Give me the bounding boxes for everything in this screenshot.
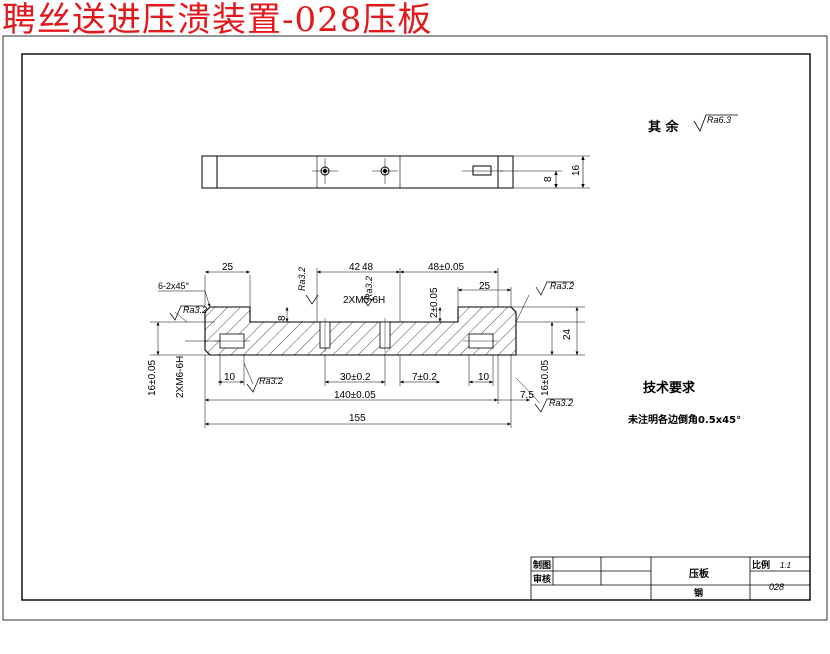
dim-25-left: 25 xyxy=(222,262,234,273)
ra-bottom-left: Ra3.2 xyxy=(259,376,283,386)
svg-text:其 余: 其 余 xyxy=(648,119,680,135)
ra-hole-1: Ra3.2 xyxy=(297,267,307,291)
dim-10-right: 10 xyxy=(478,372,490,383)
tb-drawing-no: 028 xyxy=(769,582,784,592)
sheet-outer-border xyxy=(2,35,828,621)
dim-48-center: 48 xyxy=(362,262,374,273)
top-view xyxy=(201,155,590,189)
tech-req-note: 未注明各边倒角0.5x45° xyxy=(627,413,741,426)
dim-top-8: 8 xyxy=(543,176,554,182)
dim-7: 7±0.2 xyxy=(412,372,437,383)
tech-req-title: 技术要求 xyxy=(643,380,696,396)
ra-left-top: Ra3.2 xyxy=(183,305,207,315)
dim-25-right: 25 xyxy=(479,281,491,292)
ra-hole-2: Ra3.2 xyxy=(364,276,374,300)
sheet-inner-border xyxy=(21,53,811,601)
dim-24: 24 xyxy=(562,328,573,340)
dim-16-left: 16±0.05 xyxy=(147,359,158,396)
tb-drawn: 制图 xyxy=(533,559,551,571)
dim-chamfer: 6-2x45° xyxy=(158,281,190,291)
title-block xyxy=(530,556,811,601)
dim-155: 155 xyxy=(349,413,366,424)
dim-48-right: 48±0.05 xyxy=(428,262,465,273)
ra-right-top: Ra3.2 xyxy=(550,281,574,291)
dim-16-right: 16±0.05 xyxy=(540,359,551,396)
ra-bottom-right: Ra3.2 xyxy=(549,398,573,408)
dim-140: 140±0.05 xyxy=(334,390,376,401)
tb-scale-label: 比例 xyxy=(752,559,770,571)
tb-checked: 审核 xyxy=(533,573,551,585)
front-view-section xyxy=(204,306,517,356)
dim-top-16: 16 xyxy=(571,164,582,176)
dim-42: 42 xyxy=(349,262,361,273)
tb-part-name: 压板 xyxy=(689,567,710,580)
surface-finish-note: 其 余 Ra6.3 xyxy=(648,114,738,135)
front-view-dimensions xyxy=(150,268,585,428)
tb-scale-value: 1:1 xyxy=(780,561,791,570)
roughness-symbols xyxy=(169,281,574,413)
dim-8-front: 8 xyxy=(277,315,288,321)
thread-m6-label: 2XM6-6H xyxy=(175,356,186,398)
dim-10-left: 10 xyxy=(224,372,236,383)
set-screw-top xyxy=(472,165,492,176)
dim-30: 30±0.2 xyxy=(340,372,371,383)
dim-7-5: 7.5 xyxy=(520,390,534,401)
tb-material: 钢 xyxy=(694,587,703,599)
svg-text:Ra6.3: Ra6.3 xyxy=(707,115,731,125)
dim-2-005: 2±0.05 xyxy=(429,287,440,318)
banner-title: 聘丝送进压溃装置-028压板 xyxy=(2,0,433,40)
